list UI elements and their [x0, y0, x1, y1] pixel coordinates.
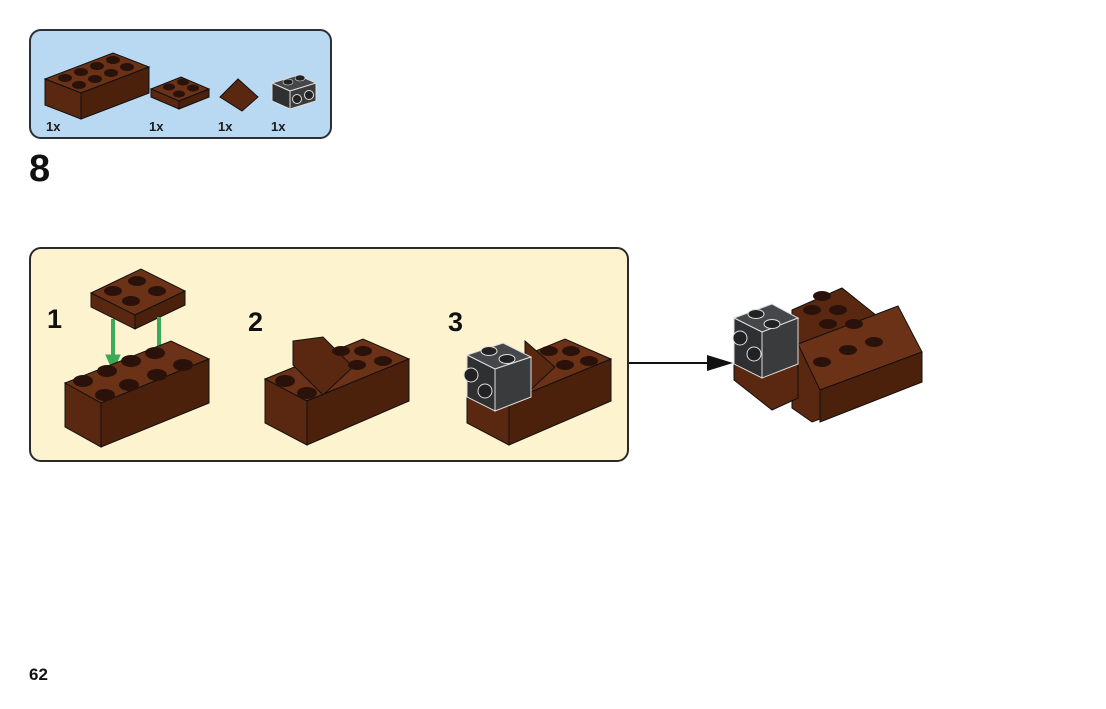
assembly-result-illustration — [732, 287, 923, 423]
part-quantity: 1x — [218, 119, 233, 134]
parts-list-panel: 1x 1x 1x 1x — [29, 29, 332, 139]
substep-2-illustration — [263, 336, 411, 446]
step-number: 8 — [29, 148, 51, 190]
part-slope-image — [219, 78, 259, 112]
substep-number: 2 — [248, 307, 264, 337]
substep-number: 3 — [448, 307, 464, 337]
part-quantity: 1x — [149, 119, 164, 134]
part-plate-2x2-image — [149, 76, 211, 110]
part-brick-side-studs-image — [270, 74, 318, 110]
result-arrow-icon — [629, 355, 733, 371]
substep-1-illustration — [63, 268, 211, 448]
part-quantity: 1x — [271, 119, 286, 134]
page-number: 62 — [29, 665, 48, 684]
part-brick-2x4-image — [43, 52, 151, 120]
substep-panel: 1 2 3 — [29, 247, 629, 462]
substep-number: 1 — [47, 304, 63, 334]
substep-3-illustration — [463, 338, 613, 446]
part-quantity: 1x — [46, 119, 61, 134]
